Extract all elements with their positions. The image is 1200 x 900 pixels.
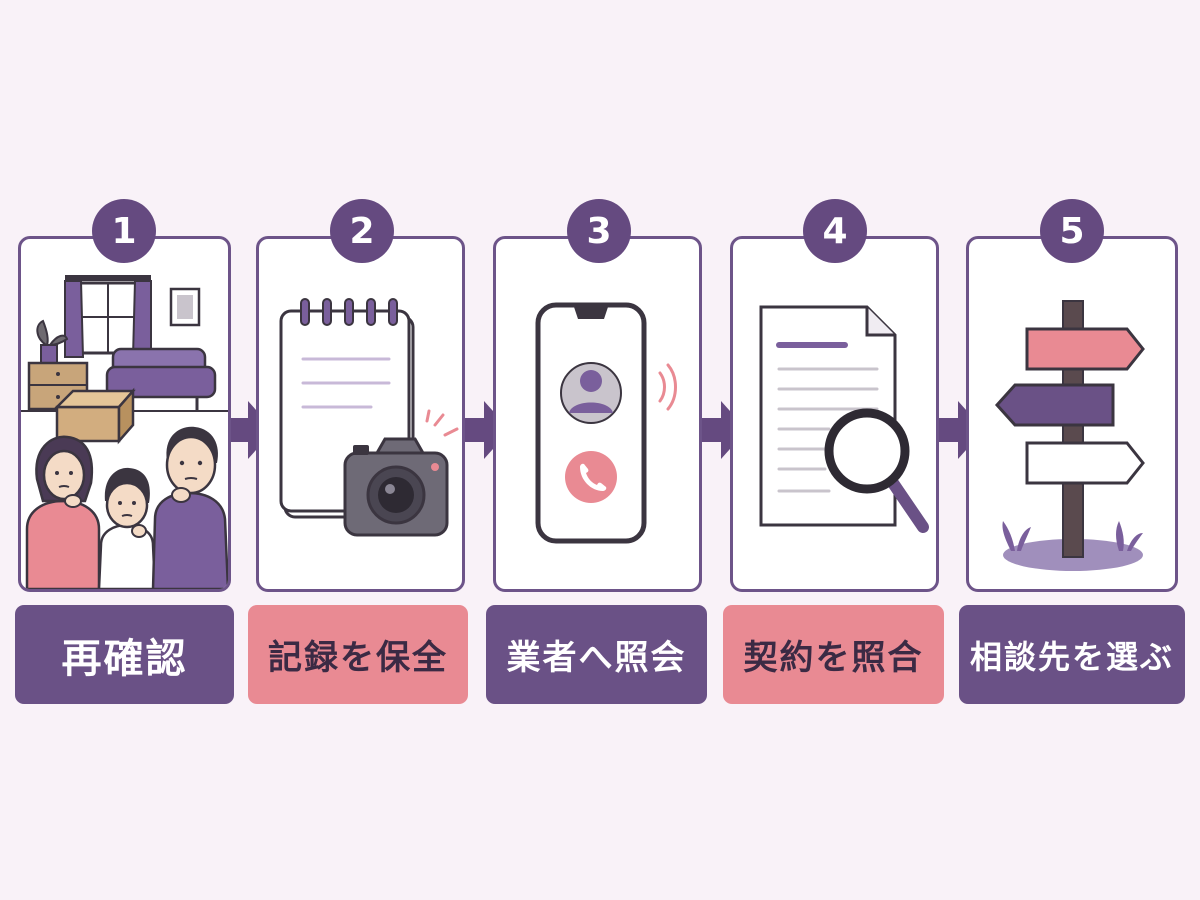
phone-call-icon <box>535 302 677 544</box>
step-label: 相談先を選ぶ <box>959 605 1185 704</box>
step-card <box>493 236 702 592</box>
step-label: 業者へ照会 <box>486 605 707 704</box>
signpost-icon <box>994 300 1145 571</box>
step-card <box>256 236 465 592</box>
step-number-badge: 5 <box>1040 199 1104 263</box>
step-card <box>966 236 1178 592</box>
step-card <box>730 236 939 592</box>
step-label: 契約を照合 <box>723 605 944 704</box>
step-number-badge: 2 <box>330 199 394 263</box>
step-number-badge: 1 <box>92 199 156 263</box>
family-moving-room-icon <box>21 275 228 589</box>
step-label: 記録を保全 <box>248 605 468 704</box>
notebook-camera-icon <box>279 298 459 537</box>
step-number-badge: 4 <box>803 199 867 263</box>
step-number-badge: 3 <box>567 199 631 263</box>
contract-magnifier-icon <box>759 305 929 533</box>
step-label: 再確認 <box>15 605 234 704</box>
step-card <box>18 236 231 592</box>
